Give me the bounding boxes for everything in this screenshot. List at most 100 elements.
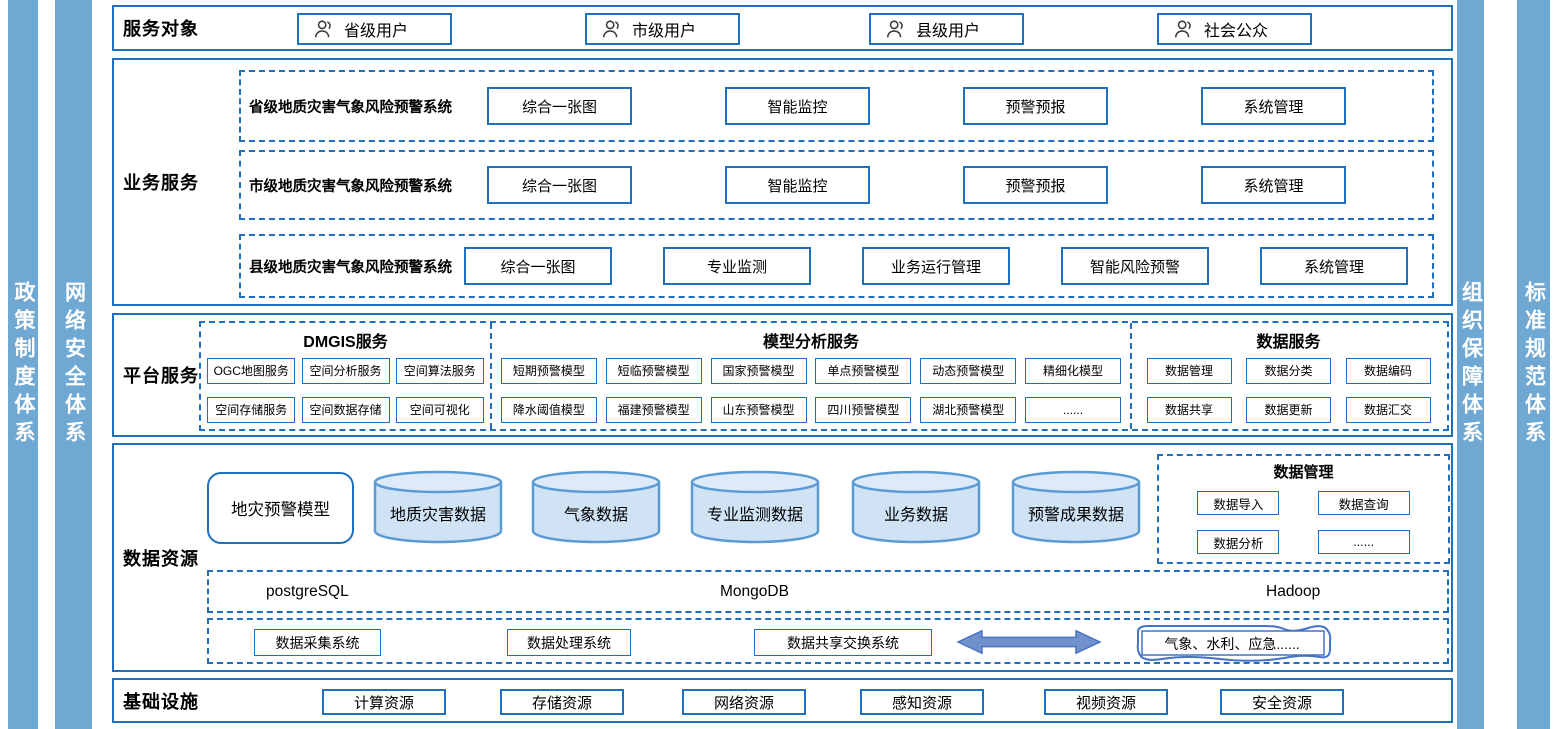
platform-service-box: OGC地图服务 [207, 357, 296, 384]
platform-service-box: 数据分类 [1246, 357, 1331, 384]
pillar-policy-system: 政策制度体系 [8, 0, 38, 729]
platform-service-box: 福建预警模型 [605, 396, 702, 423]
platform-service-box: 数据编码 [1345, 357, 1431, 384]
sensing-resource-box: 感知资源 [860, 689, 984, 715]
database-mongodb-label: MongoDB [720, 582, 789, 600]
compute-resource-box: 计算资源 [322, 689, 446, 715]
security-resource-box: 安全资源 [1220, 689, 1344, 715]
data-resources-title: 数据资源 [123, 548, 199, 569]
platform-service-box: 单点预警模型 [815, 357, 912, 384]
section-row: 数据共享 数据更新 数据汇交 [1132, 390, 1445, 429]
infrastructure-title: 基础设施 [123, 691, 199, 712]
meteorological-data-cylinder: 气象数据 [530, 469, 662, 545]
group-modules: 综合一张图 智能监控 预警预报 系统管理 [476, 87, 1432, 125]
module-box: 专业监测 [663, 247, 811, 285]
business-services-row: 业务服务 省级地质灾害气象风险预警系统 综合一张图 智能监控 预警预报 系统管理… [112, 58, 1453, 306]
cylinder-label: 业务数据 [883, 507, 948, 524]
pillar-organization-guarantee-system: 组织保障体系 [1457, 0, 1484, 729]
service-target-label: 省级用户 [344, 23, 409, 40]
group-name: 县级地质灾害气象风险预警系统 [249, 259, 452, 276]
module-box: 系统管理 [1201, 87, 1346, 125]
data-collection-system-box: 数据采集系统 [254, 629, 381, 656]
module-box: 预警预报 [963, 166, 1108, 204]
platform-service-box: 降水阈值模型 [500, 396, 597, 423]
business-services-title: 业务服务 [123, 173, 199, 193]
business-data-cylinder: 业务数据 [850, 469, 982, 545]
external-sources-shape: 气象、水利、应急...... [1126, 622, 1341, 664]
database-layer-box: postgreSQL MongoDB Hadoop [207, 570, 1449, 613]
cylinder-icon [851, 470, 981, 544]
platform-service-box: ...... [1025, 396, 1122, 423]
storage-resource-box: 存储资源 [500, 689, 624, 715]
professional-monitoring-data-cylinder: 专业监测数据 [689, 469, 821, 545]
data-ingestion-box: 数据采集系统 数据处理系统 数据共享交换系统 气象、水利、应急...... [207, 618, 1449, 664]
platform-service-box: 动态预警模型 [920, 357, 1017, 384]
module-box: 预警预报 [963, 87, 1108, 125]
platform-service-box: 精细化模型 [1025, 357, 1122, 384]
platform-service-box: 短临预警模型 [605, 357, 702, 384]
platform-service-box: 空间可视化 [395, 396, 484, 423]
platform-service-box: 湖北预警模型 [920, 396, 1017, 423]
data-management-item: ...... [1317, 530, 1410, 554]
platform-sections: DMGIS服务 OGC地图服务 空间分析服务 空间算法服务 空间存储服务 空间数… [199, 321, 1449, 431]
module-box: 智能监控 [725, 166, 870, 204]
platform-services-row: 平台服务 DMGIS服务 OGC地图服务 空间分析服务 空间算法服务 空间存储服… [112, 313, 1453, 437]
platform-services-title: 平台服务 [123, 366, 199, 386]
group-modules: 综合一张图 智能监控 预警预报 系统管理 [476, 166, 1432, 204]
pillar-standard-specification-system: 标准规范体系 [1517, 0, 1550, 729]
data-management-item: 数据分析 [1197, 530, 1280, 554]
platform-service-box: 国家预警模型 [710, 357, 807, 384]
county-system-group: 县级地质灾害气象风险预警系统 综合一张图 专业监测 业务运行管理 智能风险预警 … [239, 234, 1434, 298]
module-box: 综合一张图 [487, 87, 632, 125]
user-icon [886, 20, 903, 38]
section-row: 降水阈值模型 福建预警模型 山东预警模型 四川预警模型 湖北预警模型 .....… [492, 390, 1130, 429]
data-management-item: 数据查询 [1317, 491, 1410, 515]
geological-disaster-data-cylinder: 地质灾害数据 [372, 469, 504, 545]
group-modules: 综合一张图 专业监测 业务运行管理 智能风险预警 系统管理 [464, 247, 1432, 285]
wavy-outline-icon [1136, 625, 1332, 662]
pillar-network-security-system: 网络安全体系 [55, 0, 92, 729]
service-target-public: 社会公众 [1157, 13, 1312, 45]
data-resources-row: 数据资源 地灾预警模型 地质灾害数据 气象数据 专业监测数据 [112, 443, 1453, 672]
service-target-label: 县级用户 [916, 23, 981, 40]
external-sources-label: 气象、水利、应急...... [1164, 636, 1300, 652]
section-header: DMGIS服务 [303, 334, 388, 351]
platform-service-box: 数据共享 [1146, 396, 1232, 423]
platform-service-box: 短期预警模型 [500, 357, 597, 384]
module-box: 业务运行管理 [862, 247, 1010, 285]
cylinder-icon [690, 470, 820, 544]
service-target-label: 社会公众 [1204, 23, 1269, 40]
model-analysis-service-section: 模型分析服务 短期预警模型 短临预警模型 国家预警模型 单点预警模型 动态预警模… [490, 323, 1130, 429]
platform-service-box: 数据更新 [1246, 396, 1331, 423]
data-management-row: 数据导入 数据查询 [1159, 491, 1448, 515]
network-resource-box: 网络资源 [682, 689, 806, 715]
double-arrow-icon [956, 629, 1102, 655]
platform-service-box: 空间算法服务 [395, 357, 484, 384]
service-target-provincial-users: 省级用户 [297, 13, 452, 45]
user-icon [602, 20, 619, 38]
platform-service-box: 数据汇交 [1345, 396, 1431, 423]
database-hadoop-label: Hadoop [1266, 582, 1321, 600]
service-target-county-users: 县级用户 [869, 13, 1024, 45]
section-header: 模型分析服务 [762, 334, 859, 351]
platform-service-box: 山东预警模型 [710, 396, 807, 423]
cylinder-label: 地质灾害数据 [389, 507, 486, 524]
dmgis-service-section: DMGIS服务 OGC地图服务 空间分析服务 空间算法服务 空间存储服务 空间数… [201, 323, 490, 429]
section-header: 数据服务 [1256, 334, 1321, 351]
data-service-section: 数据服务 数据管理 数据分类 数据编码 数据共享 数据更新 数据汇交 [1130, 323, 1445, 429]
platform-service-box: 空间分析服务 [301, 357, 390, 384]
data-management-title: 数据管理 [1273, 464, 1334, 481]
platform-service-box: 四川预警模型 [815, 396, 912, 423]
platform-service-box: 空间数据存储 [301, 396, 390, 423]
cylinder-icon [1011, 470, 1141, 544]
city-system-group: 市级地质灾害气象风险预警系统 综合一张图 智能监控 预警预报 系统管理 [239, 150, 1434, 220]
data-processing-system-box: 数据处理系统 [507, 629, 631, 656]
cylinder-icon [373, 470, 503, 544]
cylinder-label: 气象数据 [563, 507, 628, 524]
module-box: 智能风险预警 [1061, 247, 1209, 285]
data-sharing-exchange-system-box: 数据共享交换系统 [754, 629, 932, 656]
cylinder-icon [531, 470, 661, 544]
service-target-city-users: 市级用户 [585, 13, 740, 45]
module-box: 系统管理 [1260, 247, 1408, 285]
group-name: 市级地质灾害气象风险预警系统 [249, 178, 452, 195]
